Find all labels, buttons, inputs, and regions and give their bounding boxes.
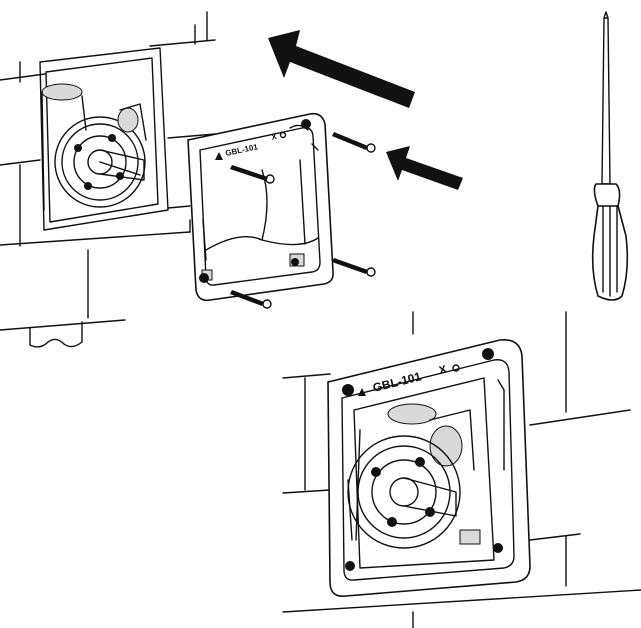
frame-mark: X xyxy=(271,132,279,142)
mixer-valve-bottom xyxy=(347,403,475,549)
screw-icon xyxy=(230,132,376,309)
arrow-large-icon xyxy=(268,30,415,108)
screwdriver-icon xyxy=(591,11,629,301)
mounting-frame-exploded: GBL-101 X xyxy=(187,112,334,302)
arrow-small-icon xyxy=(386,146,463,190)
wall-bottom-right xyxy=(282,311,641,628)
frame-mark-installed: X xyxy=(438,363,449,377)
mounting-frame-installed: GBL-101 X xyxy=(327,339,531,598)
warning-triangle-icon xyxy=(358,388,366,396)
warning-triangle-icon xyxy=(215,152,223,160)
wall-top-left xyxy=(0,11,216,348)
mixer-valve-top xyxy=(41,83,147,211)
